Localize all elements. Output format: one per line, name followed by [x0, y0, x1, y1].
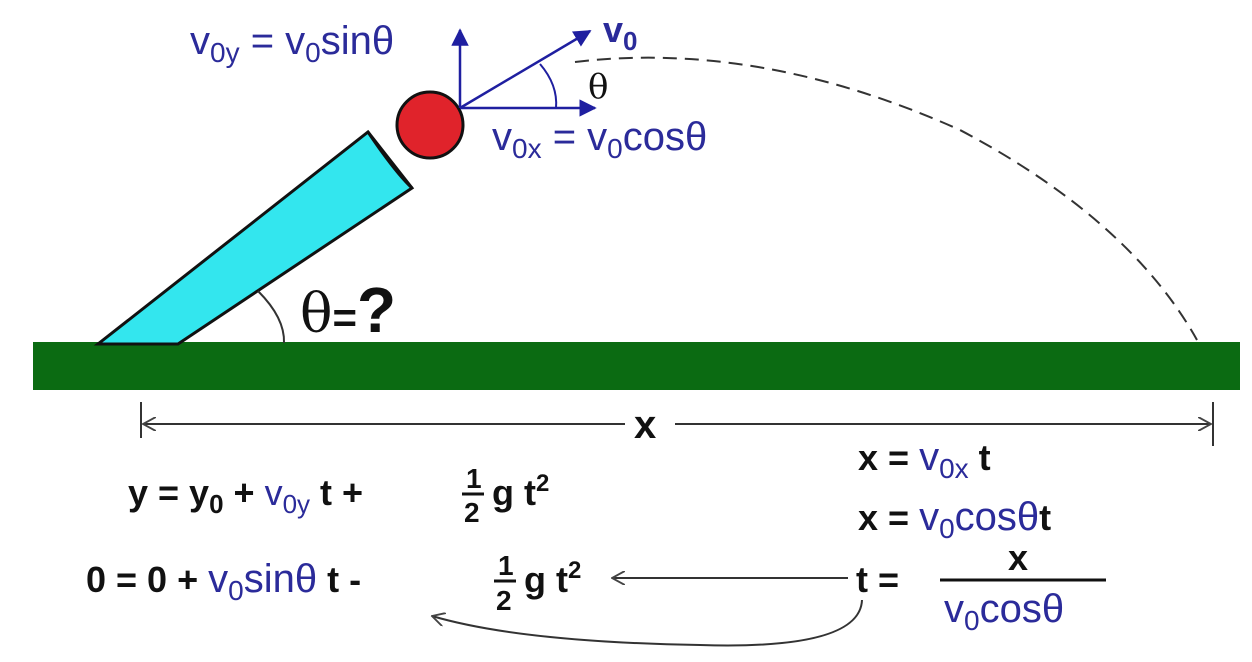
range-label: x	[634, 403, 656, 447]
eq-y-sq: 2	[536, 470, 549, 497]
eq-v0y: v0y = v0sinθ	[190, 19, 394, 68]
eq-zero-frac-den: 2	[496, 585, 512, 616]
eq-y-gt: g t	[492, 472, 536, 513]
cannon-muzzle	[366, 131, 414, 190]
eq-v0y-rest: sinθ	[321, 19, 394, 63]
eq-v0x-lhs-sub: 0x	[512, 133, 542, 164]
eq-v0y-lhs: v	[190, 19, 210, 63]
eq-zero-v-sub: 0	[228, 575, 244, 606]
ground-bar	[33, 342, 1240, 390]
eq-v0y-v-sub: 0	[305, 37, 321, 68]
eq-x1-t: t	[969, 437, 991, 478]
launch-angle-arc	[257, 290, 286, 344]
theta-arc-small	[539, 63, 558, 109]
eq-y-v: v	[265, 472, 283, 513]
eq-zero-t: t -	[317, 559, 361, 600]
eq-y-t: t +	[310, 472, 363, 513]
substitution-curve-arrow	[432, 599, 863, 647]
eq-t-num: x	[1008, 537, 1028, 578]
eq-y-frac-num: 1	[466, 463, 482, 494]
eq-y-lhs-sub: 0	[209, 489, 223, 519]
eq-x2-t: t	[1039, 497, 1051, 538]
eq-x2-v-sub: 0	[939, 513, 955, 544]
eq-t-den-sub: 0	[964, 605, 980, 636]
eq-v0y-lhs-sub: 0y	[210, 37, 240, 68]
eq-v0x: v0x = v0cosθ	[492, 115, 707, 164]
eq-x2: x = v0cosθt	[858, 495, 1051, 544]
eq-zero-rest: sinθ	[244, 557, 317, 601]
eq-v0y-v: v	[285, 19, 305, 63]
eq-zero-lhs: 0 = 0 +	[86, 559, 208, 600]
eq-v0y-eq: =	[240, 19, 286, 63]
eq-y-v-sub: 0y	[283, 489, 310, 519]
launch-eq: =	[333, 294, 358, 341]
eq-t-lhs: t =	[856, 559, 899, 600]
eq-y-frac-den: 2	[464, 497, 480, 528]
eq-x2-v: v	[919, 495, 939, 539]
launch-question: ?	[357, 274, 396, 346]
v0-vector	[459, 29, 592, 110]
eq-t-den-v: v	[944, 587, 964, 631]
eq-x2-rest: cosθ	[955, 495, 1040, 539]
eq-t-den-rest: cosθ	[980, 587, 1065, 631]
eq-t-den: v0cosθ	[944, 587, 1064, 636]
v0-subscript: 0	[623, 26, 637, 56]
eq-v0x-lhs: v	[492, 115, 512, 159]
eq-zero-gt: g t	[524, 559, 568, 600]
eq-zero-g: g t2	[524, 557, 581, 600]
trajectory-curve	[574, 56, 1198, 341]
eq-x1-v: v	[919, 435, 939, 479]
v0-label: v0	[603, 9, 638, 56]
eq-x1: x = v0x t	[858, 435, 991, 484]
eq-x1-v-sub: 0x	[939, 453, 969, 484]
v0-letter: v	[603, 9, 623, 50]
eq-y-lhs: y = y	[128, 472, 209, 513]
eq-zero-frac-num: 1	[498, 550, 514, 581]
eq-y: y = y0 + v0y t +	[128, 472, 363, 519]
theta-label-top: θ	[588, 67, 608, 107]
eq-zero-sq: 2	[568, 557, 581, 584]
eq-zero: 0 = 0 + v0sinθ t -	[86, 557, 361, 606]
launch-theta: θ	[300, 282, 333, 345]
launch-angle-label: θ=?	[300, 274, 396, 346]
eq-x2-lhs: x =	[858, 497, 919, 538]
eq-y-g: g t2	[492, 470, 549, 513]
eq-zero-v: v	[208, 557, 228, 601]
eq-v0x-eq: =	[542, 115, 588, 159]
eq-v0x-v-sub: 0	[607, 133, 623, 164]
projectile-ball	[395, 90, 465, 160]
eq-y-plus: +	[224, 472, 265, 513]
eq-x1-lhs: x =	[858, 437, 919, 478]
eq-v0x-rest: cosθ	[623, 115, 708, 159]
eq-v0x-v: v	[587, 115, 607, 159]
